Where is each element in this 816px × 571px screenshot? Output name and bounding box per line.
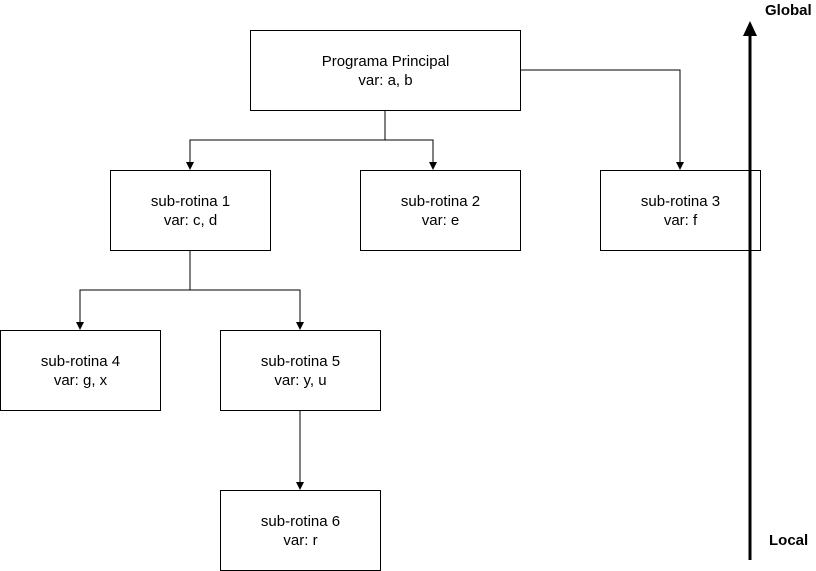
node-title: sub-rotina 3: [640, 192, 721, 210]
edge-main-sub2: [385, 139, 437, 170]
node-vars: var: f: [663, 211, 698, 229]
node-title: sub-rotina 1: [150, 192, 231, 210]
node-vars: var: r: [283, 531, 318, 549]
scope-axis-bottom-label: Local: [769, 532, 809, 549]
node-title: sub-rotina 6: [260, 512, 341, 530]
edge-main-sub1: [186, 110, 386, 170]
node-programa-principal: Programa Principal var: a, b: [250, 30, 521, 111]
scope-axis-top-label: Global: [765, 2, 812, 19]
node-vars: var: a, b: [358, 71, 413, 89]
node-title: sub-rotina 5: [260, 352, 341, 370]
node-sub-rotina-3: sub-rotina 3 var: f: [600, 170, 761, 251]
node-title: Programa Principal: [321, 52, 450, 70]
edge-sub1-sub5: [190, 289, 304, 330]
node-vars: var: e: [421, 211, 460, 229]
edge-sub1-sub4: [76, 250, 191, 330]
node-sub-rotina-6: sub-rotina 6 var: r: [220, 490, 381, 571]
node-title: sub-rotina 4: [40, 352, 121, 370]
node-title: sub-rotina 2: [400, 192, 481, 210]
scope-axis-arrowhead: [743, 21, 757, 36]
node-vars: var: c, d: [163, 211, 218, 229]
node-sub-rotina-4: sub-rotina 4 var: g, x: [0, 330, 161, 411]
node-sub-rotina-2: sub-rotina 2 var: e: [360, 170, 521, 251]
node-vars: var: y, u: [274, 371, 327, 389]
node-vars: var: g, x: [53, 371, 108, 389]
node-sub-rotina-5: sub-rotina 5 var: y, u: [220, 330, 381, 411]
edge-main-sub3: [520, 69, 684, 170]
node-sub-rotina-1: sub-rotina 1 var: c, d: [110, 170, 271, 251]
